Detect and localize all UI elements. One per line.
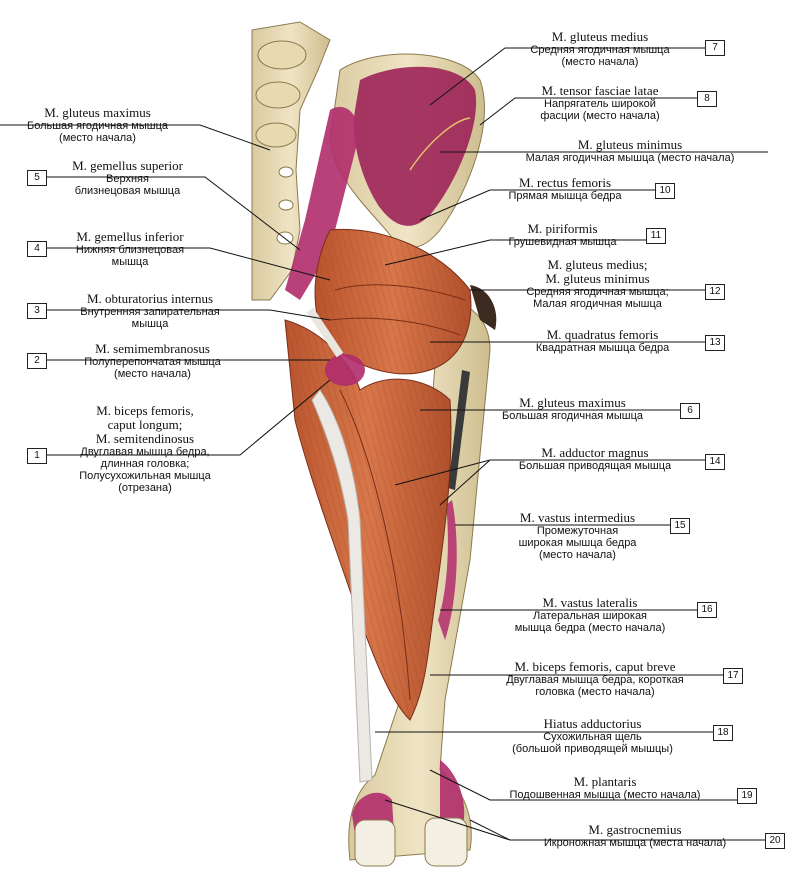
label-vastus-lateralis: M. vastus lateralis Латеральная широкая … <box>514 595 666 635</box>
number-box-13: 13 <box>705 335 725 351</box>
label-adductor-magnus: M. adductor magnus Большая приводящая мы… <box>518 445 672 473</box>
label-gluteus-minimus-origin: M. gluteus minimus Малая ягодичная мышца… <box>525 137 735 165</box>
label-gluteus-medius-origin: M. gluteus medius Средняя ягодичная мышц… <box>530 29 670 69</box>
number-box-14: 14 <box>705 454 725 470</box>
number-box-1: 1 <box>27 448 47 464</box>
label-plantaris: M. plantaris Подошвенная мышца (место на… <box>509 774 701 802</box>
number-box-15: 15 <box>670 518 690 534</box>
label-piriformis: M. piriformis Грушевидная мышца <box>508 221 617 249</box>
label-vastus-intermedius: M. vastus intermedius Промежуточная широ… <box>518 510 637 562</box>
number-box-8: 8 <box>697 91 717 107</box>
tendon-strip <box>311 389 373 783</box>
number-box-16: 16 <box>697 602 717 618</box>
number-box-18: 18 <box>713 725 733 741</box>
number-box-17: 17 <box>723 668 743 684</box>
label-gastrocnemius: M. gastrocnemius Икроножная мышца (места… <box>543 822 727 850</box>
number-box-20: 20 <box>765 833 785 849</box>
label-tensor-fasciae-latae: M. tensor fasciae latae Напрягатель широ… <box>540 83 660 123</box>
gluteus-maximus-origin-strip <box>285 106 359 300</box>
label-gluteus-medius-minimus: M. gluteus medius; M. gluteus minimus Ср… <box>526 257 669 311</box>
label-semimembranosus: M. semimembranosus Полуперепончатая мышц… <box>84 341 221 381</box>
number-box-10: 10 <box>655 183 675 199</box>
gluteus-medius-origin-area <box>353 66 477 226</box>
label-gluteus-maximus-insertion: M. gluteus maximus Большая ягодичная мыш… <box>501 395 643 423</box>
number-box-12: 12 <box>705 284 725 300</box>
number-box-6: 6 <box>680 403 700 419</box>
number-box-2: 2 <box>27 353 47 369</box>
number-box-5: 5 <box>27 170 47 186</box>
label-quadratus-femoris: M. quadratus femoris Квадратная мышца бе… <box>535 327 670 355</box>
label-gemellus-superior: M. gemellus superior Верхняя близнецовая… <box>72 158 183 198</box>
number-box-11: 11 <box>646 228 666 244</box>
number-box-19: 19 <box>737 788 757 804</box>
label-obturatorius-internus: M. obturatorius internus Внутренняя запи… <box>80 291 220 331</box>
label-rectus-femoris: M. rectus femoris Прямая мышца бедра <box>508 175 622 203</box>
number-box-4: 4 <box>27 241 47 257</box>
label-biceps-femoris-semitendinosus: M. biceps femoris, caput longum; M. semi… <box>79 403 211 495</box>
label-biceps-femoris-caput-breve: M. biceps femoris, caput breve Двуглавая… <box>506 659 684 699</box>
label-gemellus-inferior: M. gemellus inferior Нижняя близнецовая … <box>75 229 185 269</box>
number-box-7: 7 <box>705 40 725 56</box>
label-hiatus-adductorius: Hiatus adductorius Сухожильная щель (бол… <box>512 716 673 756</box>
label-gluteus-maximus-origin: M. gluteus maximus Большая ягодичная мыш… <box>26 105 168 145</box>
number-box-3: 3 <box>27 303 47 319</box>
